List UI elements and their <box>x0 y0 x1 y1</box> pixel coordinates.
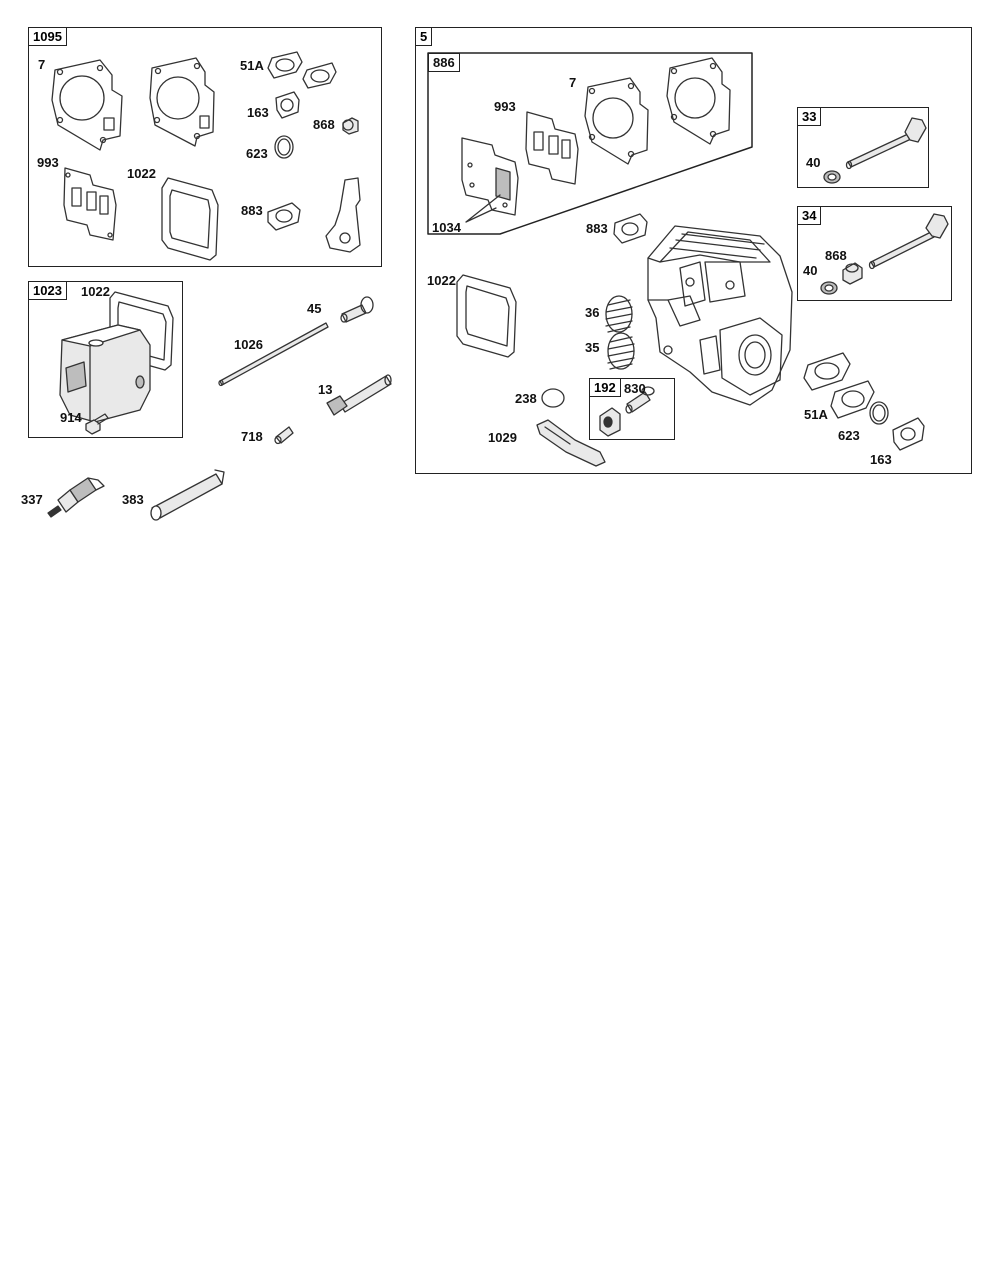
group-33-box: 33 <box>797 107 929 188</box>
part-label-7: 7 <box>38 57 46 72</box>
gasket-small-icon <box>275 91 300 119</box>
exhaust-gasket-icon <box>803 352 851 391</box>
group-1095-box: 1095 <box>28 27 382 267</box>
head-gasket-icon <box>51 59 123 151</box>
spark-plug-icon <box>47 477 105 518</box>
part-label-1022: 1022 <box>427 273 456 288</box>
part-label-51a: 51A <box>804 407 828 422</box>
part-label-36: 36 <box>585 305 600 320</box>
intake-gasket-icon <box>63 167 117 241</box>
part-label-623: 623 <box>838 428 860 443</box>
flange-gasket-icon <box>613 213 648 244</box>
cylinder-head-icon <box>647 225 793 406</box>
group-192-tag: 192 <box>589 378 621 397</box>
intake-spacer-icon <box>461 137 519 216</box>
gasket-small-icon <box>892 417 925 451</box>
part-label-868: 868 <box>313 117 335 132</box>
o-ring-icon <box>869 401 889 425</box>
rocker-ball-icon <box>625 386 655 414</box>
leader-line <box>465 194 501 223</box>
part-label-163: 163 <box>870 452 892 467</box>
part-label-383: 383 <box>122 492 144 507</box>
part-label-40: 40 <box>806 155 821 170</box>
part-label-1022: 1022 <box>81 284 110 299</box>
valve-icon <box>845 117 927 170</box>
valve-seal-icon <box>342 117 359 135</box>
part-label-718: 718 <box>241 429 263 444</box>
part-label-623: 623 <box>246 146 268 161</box>
part-label-1029: 1029 <box>488 430 517 445</box>
part-label-7: 7 <box>569 75 577 90</box>
part-label-13: 13 <box>318 382 333 397</box>
group-1023-box: 1023 <box>28 281 183 438</box>
pin-icon <box>340 296 374 323</box>
group-5-box: 5 <box>415 27 972 474</box>
screw-icon <box>85 413 109 435</box>
part-label-163: 163 <box>247 105 269 120</box>
plug-icon <box>541 388 565 408</box>
rocker-arm-icon <box>536 419 606 467</box>
group-886-tag: 886 <box>428 53 460 72</box>
part-label-238: 238 <box>515 391 537 406</box>
head-gasket-icon <box>584 77 649 165</box>
dowel-pin-icon <box>274 426 294 445</box>
group-192-box: 192 <box>589 378 675 440</box>
group-1095-tag: 1095 <box>28 27 67 46</box>
group-5-tag: 5 <box>415 27 433 46</box>
part-label-993: 993 <box>494 99 516 114</box>
heat-shield-icon <box>325 177 361 253</box>
part-label-1022: 1022 <box>127 166 156 181</box>
valve-spring-retainer-icon <box>823 170 841 184</box>
group-886-box <box>427 52 753 235</box>
part-label-45: 45 <box>307 301 322 316</box>
rocker-cover-gasket-icon <box>456 274 517 358</box>
exhaust-gasket-icon <box>302 62 337 89</box>
exhaust-gasket-icon <box>830 380 875 419</box>
group-33-tag: 33 <box>797 107 822 126</box>
part-label-883: 883 <box>586 221 608 236</box>
part-label-868: 868 <box>825 248 847 263</box>
head-gasket-icon <box>149 57 215 147</box>
part-label-993: 993 <box>37 155 59 170</box>
exhaust-gasket-icon <box>267 51 303 79</box>
head-gasket-icon <box>666 57 731 145</box>
part-label-883: 883 <box>241 203 263 218</box>
valve-spring-icon <box>607 332 635 370</box>
part-label-51a: 51A <box>240 58 264 73</box>
intake-gasket-icon <box>525 111 579 185</box>
valve-spring-retainer-icon <box>820 281 838 295</box>
group-34-box: 34 <box>797 206 952 301</box>
rocker-cover-icon <box>59 324 151 423</box>
part-label-914: 914 <box>60 410 82 425</box>
valve-spring-icon <box>605 295 633 333</box>
group-34-tag: 34 <box>797 206 822 225</box>
part-label-1034: 1034 <box>432 220 461 235</box>
part-label-35: 35 <box>585 340 600 355</box>
shaft-icon <box>150 469 225 521</box>
valve-seal-icon <box>842 262 863 285</box>
bolt-icon <box>326 374 392 416</box>
flange-gasket-icon <box>267 202 301 231</box>
part-label-1026: 1026 <box>234 337 263 352</box>
rocker-stud-icon <box>599 407 621 437</box>
o-ring-icon <box>274 135 294 159</box>
group-1023-tag: 1023 <box>28 281 67 300</box>
part-label-337: 337 <box>21 492 43 507</box>
part-label-830: 830 <box>624 381 646 396</box>
rocker-cover-gasket-icon <box>161 177 219 261</box>
valve-icon <box>868 213 949 270</box>
part-label-40: 40 <box>803 263 818 278</box>
push-rod-icon <box>218 322 329 387</box>
